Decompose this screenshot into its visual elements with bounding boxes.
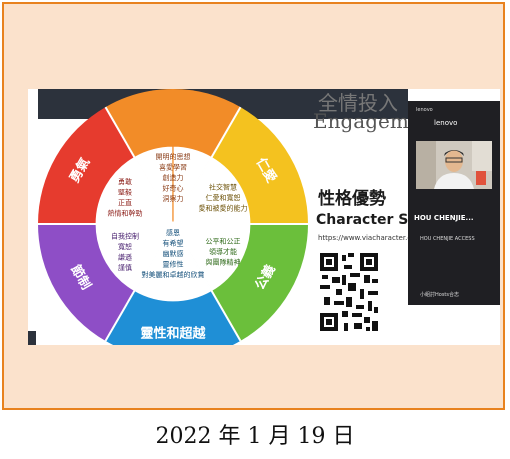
wheel-strength-item: 自我控制 (111, 231, 139, 240)
wheel-virtue-label: 靈性和超越 (140, 326, 206, 342)
wheel-strength-item: 堅毅 (118, 188, 132, 197)
wheel-strength-item: 洞察力 (163, 194, 184, 203)
wheel-strength-item: 靈修性 (163, 260, 184, 269)
wheel-strength-item: 好奇心 (163, 184, 184, 193)
caption-date: 2022 年 1 月 19 日 (155, 424, 355, 449)
participant-name[interactable]: HOU CHENJIE... (414, 214, 474, 222)
wheel-strength-item: 熱情和幹勁 (108, 209, 143, 218)
wheel-strength-item: 領導才能 (209, 247, 237, 256)
wheel-strength-item: 喜愛學習 (159, 163, 187, 172)
participant-label-bottom: 小組討Hosts合志 (420, 292, 459, 298)
wheel-strength-item: 開明的思想 (156, 152, 191, 161)
wheel-inner-segment (133, 222, 213, 303)
wheel-strength-item: 與團隊精神 (206, 258, 241, 267)
slide-subtitle-fragment: Engageme (313, 109, 421, 133)
wheel-divider (172, 223, 242, 342)
wheel-strength-item: 謙遜 (118, 252, 132, 261)
wheel-inner-segment (94, 155, 175, 225)
wheel-divider (104, 106, 174, 225)
slide-bottom-bar (28, 331, 36, 345)
qr-code-icon (318, 251, 380, 333)
strengths-title-en: Character Str (316, 212, 422, 228)
wheel-divider (172, 106, 242, 225)
wheel-strength-item: 仁愛和寬恕 (206, 193, 241, 202)
via-url: https://www.viacharacter.org (318, 234, 419, 242)
wheel-strength-item: 社交智慧 (209, 183, 237, 192)
wheel-strength-item: 幽默感 (163, 249, 184, 258)
tile-corner-label: lenovo (416, 107, 433, 113)
slide-title-fragment: 全情投入 (318, 91, 398, 115)
participant-device-name[interactable]: lenovo (434, 119, 458, 127)
wheel-strength-item: 公平和公正 (206, 237, 241, 246)
participant-label: HOU CHENJIE ACCESS (420, 236, 475, 242)
strengths-title-zh: 性格優勢 (318, 189, 386, 209)
participant-video[interactable] (416, 141, 492, 189)
wheel-inner-segment (94, 223, 175, 293)
orange-frame: 勇氣仁愛公義節制靈性和超越開明的思想喜愛學習創造力好奇心洞察力勇敢堅毅正直熱情和… (2, 2, 505, 410)
wheel-strength-item: 對美麗和卓越的欣賞 (142, 270, 205, 279)
wheel-strength-item: 有希望 (163, 239, 184, 248)
wheel-strength-item: 勇敢 (118, 177, 132, 186)
wheel-divider (104, 223, 174, 342)
wheel-inner-segment (171, 155, 252, 225)
wheel-strength-item: 感恩 (166, 228, 180, 237)
wheel-strength-item: 創造力 (163, 173, 184, 182)
wheel-inner-segment (171, 223, 252, 293)
zoom-screenshot: 勇氣仁愛公義節制靈性和超越開明的思想喜愛學習創造力好奇心洞察力勇敢堅毅正直熱情和… (28, 89, 500, 345)
wheel-strength-item: 謹慎 (118, 263, 132, 272)
wheel-strength-item: 愛和被愛的能力 (199, 204, 248, 213)
wheel-strength-item: 寬恕 (118, 242, 132, 251)
wheel-strength-item: 正直 (118, 198, 132, 207)
participants-panel: lenovo lenovo HOU CHENJIE... HOU CHENJIE… (408, 101, 500, 305)
character-strengths-wheel: 勇氣仁愛公義節制靈性和超越開明的思想喜愛學習創造力好奇心洞察力勇敢堅毅正直熱情和… (38, 89, 308, 345)
